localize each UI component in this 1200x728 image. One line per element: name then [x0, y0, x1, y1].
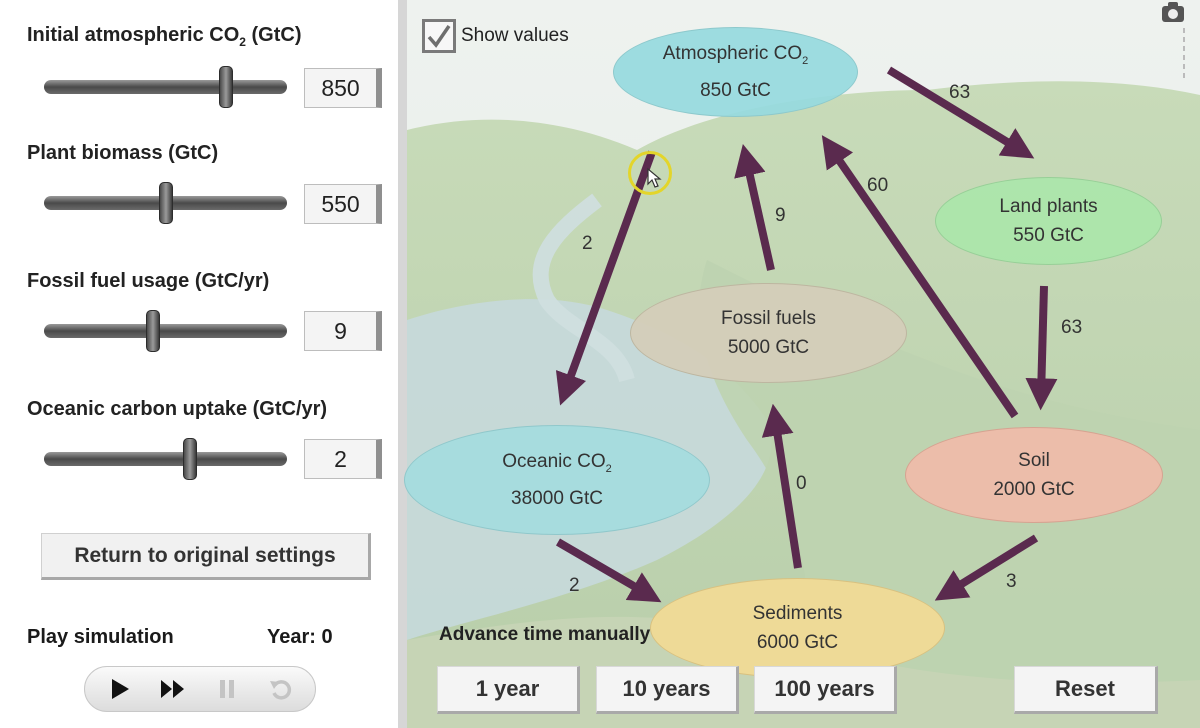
- advance-time-label: Advance time manually: [439, 624, 651, 645]
- arrow-atm-to-land: [886, 66, 1035, 159]
- fast-forward-icon: [161, 680, 184, 698]
- show-values-toggle[interactable]: Show values: [422, 19, 569, 53]
- plant-biomass-value[interactable]: 550: [304, 184, 382, 224]
- plant-biomass-slider-thumb[interactable]: [158, 182, 173, 224]
- flow-label-atm-to-land: 63: [949, 82, 971, 103]
- checkmark-icon: [427, 25, 451, 48]
- ocean-uptake-label: Oceanic carbon uptake (GtC/yr): [27, 398, 328, 420]
- flow-label-atm-to-ocean: 2: [582, 233, 593, 254]
- show-values-label: Show values: [461, 25, 569, 46]
- mouse-pointer-icon: [647, 167, 662, 188]
- reservoir-soil: Soil 2000 GtC: [905, 427, 1163, 523]
- plant-biomass-label: Plant biomass (GtC): [27, 142, 219, 164]
- cursor-highlight: [628, 151, 672, 195]
- play-icon: [112, 679, 129, 699]
- sed-name: Sediments: [752, 603, 843, 624]
- fossil-fuel-label: Fossil fuel usage (GtC/yr): [27, 270, 270, 292]
- flow-label-sed-to-fossil: 0: [796, 473, 807, 494]
- play-simulation-label: Play simulation: [27, 626, 174, 648]
- ocean-uptake-slider[interactable]: [44, 438, 287, 480]
- year-counter: Year: 0: [267, 626, 333, 648]
- reservoir-atmospheric-co2: Atmospheric CO2 850 GtC: [613, 27, 858, 117]
- arrow-ocean-to-sed: [555, 538, 662, 603]
- rewind-icon: [270, 680, 292, 700]
- arrow-soil-to-atm: [821, 135, 1019, 419]
- camera-icon[interactable]: [1158, 0, 1192, 78]
- panel-divider: [398, 0, 407, 728]
- fossil-fuel-slider-thumb[interactable]: [146, 310, 161, 352]
- fossil-amount: 5000 GtC: [727, 337, 810, 358]
- flow-label-land-to-soil: 63: [1061, 317, 1083, 338]
- atm-co2-slider[interactable]: [44, 66, 287, 108]
- reset-button[interactable]: Reset: [1014, 666, 1158, 714]
- flow-label-ocean-to-sed: 2: [569, 575, 580, 596]
- advance-100-years-button[interactable]: 100 years: [754, 666, 897, 714]
- arrow-sed-to-fossil: [761, 403, 802, 569]
- play-button[interactable]: [99, 669, 139, 709]
- flow-label-soil-to-atm: 60: [867, 175, 889, 196]
- reservoir-land-plants: Land plants 550 GtC: [935, 177, 1162, 265]
- rewind-button[interactable]: [261, 669, 301, 709]
- ocean-uptake-value[interactable]: 2: [304, 439, 382, 479]
- fast-forward-button[interactable]: [153, 669, 193, 709]
- arrow-soil-to-sed: [934, 534, 1039, 601]
- reservoir-fossil-fuels: Fossil fuels 5000 GtC: [630, 283, 907, 383]
- return-to-original-settings-button[interactable]: Return to original settings: [41, 533, 371, 580]
- atm-co2-slider-thumb[interactable]: [219, 66, 234, 108]
- arrow-fossil-to-atm: [734, 143, 775, 271]
- arrow-atm-to-ocean: [555, 150, 656, 406]
- plant-biomass-slider[interactable]: [44, 182, 287, 224]
- pause-icon: [220, 680, 234, 698]
- advance-10-years-button[interactable]: 10 years: [596, 666, 739, 714]
- ocean-uptake-slider-thumb[interactable]: [182, 438, 197, 480]
- ocean-amount: 38000 GtC: [511, 487, 603, 509]
- advance-1-year-button[interactable]: 1 year: [437, 666, 580, 714]
- atm-amount: 850 GtC: [700, 79, 771, 101]
- sed-amount: 6000 GtC: [756, 632, 839, 653]
- control-panel: Initial atmospheric CO2 (GtC) 850 Plant …: [0, 0, 398, 728]
- atm-co2-label: Initial atmospheric CO2 (GtC): [27, 24, 302, 49]
- simulation-controls: [84, 666, 316, 712]
- land-name: Land plants: [999, 196, 1098, 217]
- show-values-checkbox[interactable]: [422, 19, 456, 53]
- fossil-fuel-slider[interactable]: [44, 310, 287, 352]
- pause-button[interactable]: [207, 669, 247, 709]
- arrow-land-to-soil: [1025, 285, 1058, 411]
- atm-co2-value[interactable]: 850: [304, 68, 382, 108]
- fossil-name: Fossil fuels: [720, 308, 817, 329]
- land-amount: 550 GtC: [1013, 225, 1084, 246]
- flow-label-fossil-to-atm: 9: [775, 205, 786, 226]
- reservoir-oceanic-co2: Oceanic CO2 38000 GtC: [404, 425, 710, 535]
- fossil-fuel-value[interactable]: 9: [304, 311, 382, 351]
- soil-name: Soil: [1018, 450, 1050, 471]
- soil-amount: 2000 GtC: [993, 479, 1075, 500]
- reservoir-sediments: Sediments 6000 GtC: [650, 578, 945, 678]
- flow-label-soil-to-sed: 3: [1006, 571, 1017, 592]
